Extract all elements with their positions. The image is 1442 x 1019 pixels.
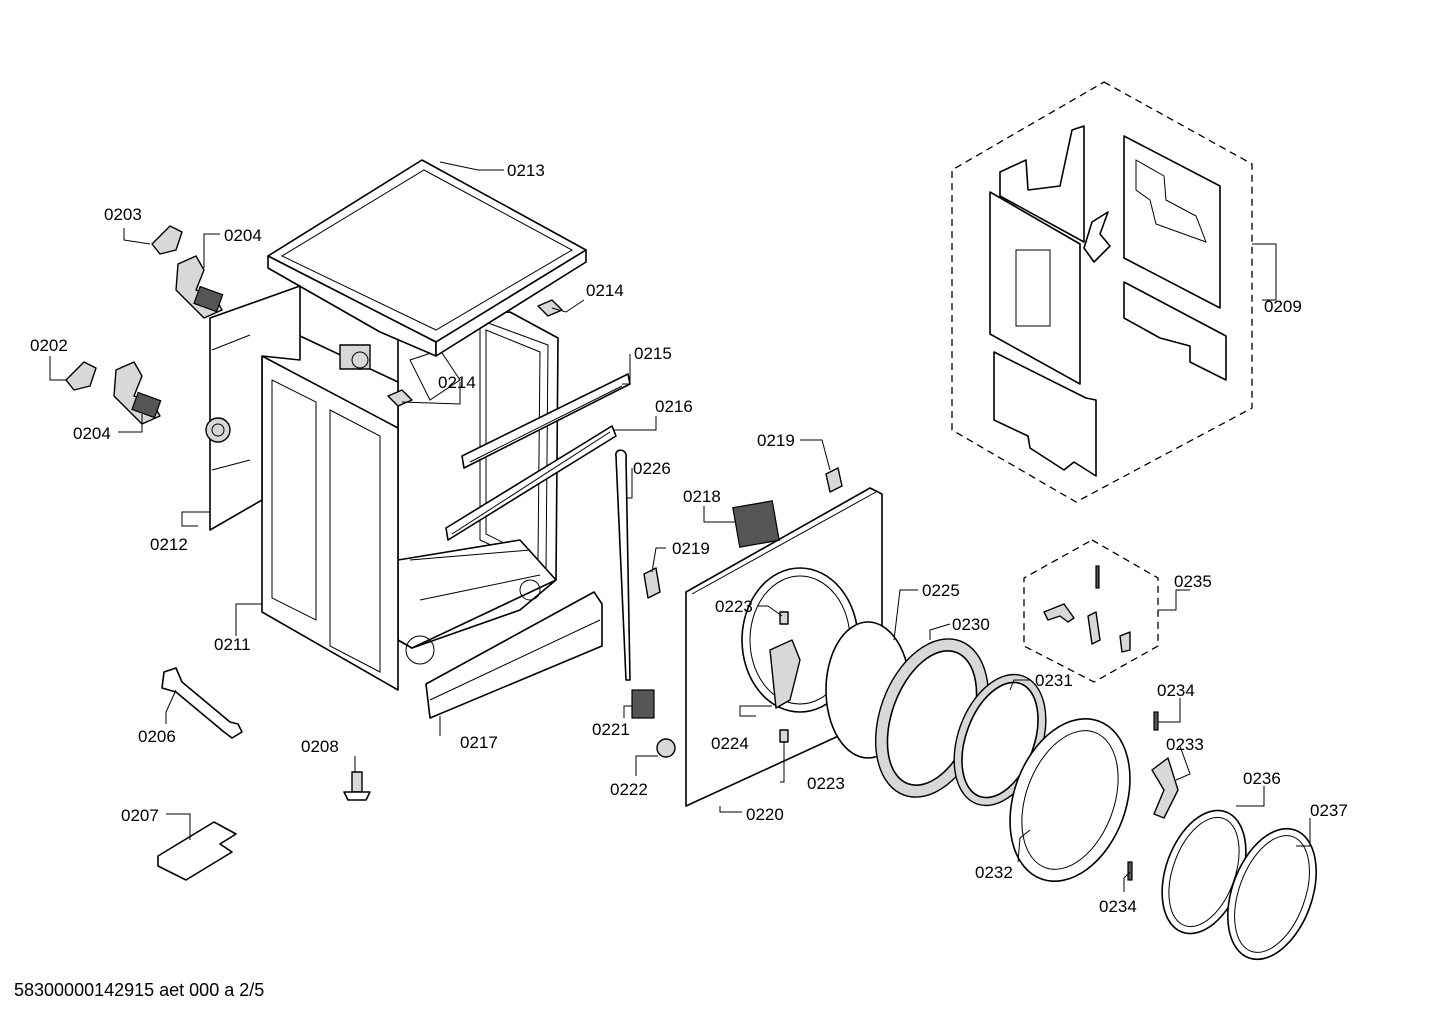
callout-0211: 0211 — [214, 635, 251, 654]
cabinet-part[interactable] — [261, 311, 559, 691]
callout-0214-inner: 0214 — [438, 373, 476, 392]
clip-0219-lower[interactable] — [643, 567, 661, 599]
callout-0234-upper: 0234 — [1157, 681, 1195, 700]
callout-0236: 0236 — [1243, 769, 1281, 788]
callout-0233: 0233 — [1166, 735, 1204, 754]
callout-0214-right: 0214 — [586, 281, 624, 300]
ring-0237[interactable] — [1211, 816, 1333, 971]
callout-0207: 0207 — [121, 806, 159, 825]
callout-0219-lower: 0219 — [672, 539, 710, 558]
part-0214-right[interactable] — [537, 299, 563, 317]
part-0202[interactable] — [65, 361, 97, 391]
callout-0230: 0230 — [952, 615, 990, 634]
callout-0231: 0231 — [1035, 671, 1073, 690]
door-frame-0232[interactable] — [989, 702, 1152, 898]
callout-0223-upper: 0223 — [715, 597, 753, 616]
callout-0216: 0216 — [655, 397, 693, 416]
callout-0223-lower: 0223 — [807, 774, 845, 793]
rear-panel-part[interactable] — [205, 285, 301, 531]
document-reference: 58300000142915 aet 000 a 2/5 — [14, 980, 265, 1000]
part-0222[interactable] — [656, 738, 676, 758]
callout-0215: 0215 — [634, 344, 672, 363]
plinth-part[interactable] — [425, 591, 603, 719]
pin-0234-upper[interactable] — [1153, 711, 1159, 731]
part-0221[interactable] — [631, 689, 655, 719]
bracket-0207-part[interactable] — [157, 821, 237, 881]
callout-0222: 0222 — [610, 780, 648, 799]
part-0204-upper[interactable] — [175, 255, 224, 319]
callout-0226: 0226 — [633, 459, 671, 478]
packaging-set-0209[interactable] — [951, 81, 1253, 503]
callout-0220: 0220 — [746, 805, 784, 824]
callout-0212: 0212 — [150, 535, 188, 554]
callout-0204-lower: 0204 — [73, 424, 111, 443]
callout-0235: 0235 — [1174, 572, 1212, 591]
brace-0216-part[interactable] — [445, 425, 617, 541]
part-0203[interactable] — [151, 225, 183, 255]
door-lock-part[interactable] — [732, 500, 780, 548]
wrench-part[interactable] — [161, 667, 243, 739]
foot-screw-part[interactable] — [343, 771, 371, 801]
callout-0219-upper: 0219 — [757, 431, 795, 450]
hinge-0233[interactable] — [1151, 757, 1179, 819]
callout-0208: 0208 — [301, 737, 339, 756]
callout-0237: 0237 — [1310, 801, 1348, 820]
callout-0217: 0217 — [460, 733, 498, 752]
callout-0232: 0232 — [975, 863, 1013, 882]
callout-0209: 0209 — [1264, 297, 1302, 316]
ring-0236[interactable] — [1146, 799, 1261, 945]
part-0204-lower[interactable] — [113, 361, 162, 425]
callout-0234-lower: 0234 — [1099, 897, 1137, 916]
pin-0234-lower[interactable] — [1127, 861, 1133, 881]
callout-0221: 0221 — [592, 720, 630, 739]
callout-0225: 0225 — [922, 581, 960, 600]
callout-0224: 0224 — [711, 734, 749, 753]
callout-0213: 0213 — [507, 161, 545, 180]
callout-0203: 0203 — [104, 205, 142, 224]
callout-0204-upper: 0204 — [224, 226, 262, 245]
callout-labels: 0213 0203 0204 0214 0202 0214 0215 0204 … — [30, 161, 1348, 916]
callout-0218: 0218 — [683, 487, 721, 506]
callout-0206: 0206 — [138, 727, 176, 746]
rod-0226[interactable] — [615, 449, 631, 681]
clip-0219-upper[interactable] — [825, 467, 843, 493]
callout-0202: 0202 — [30, 336, 68, 355]
top-panel-part[interactable] — [267, 159, 587, 357]
leader-lines — [49, 161, 1311, 892]
small-parts-set-0235[interactable] — [1023, 539, 1159, 683]
